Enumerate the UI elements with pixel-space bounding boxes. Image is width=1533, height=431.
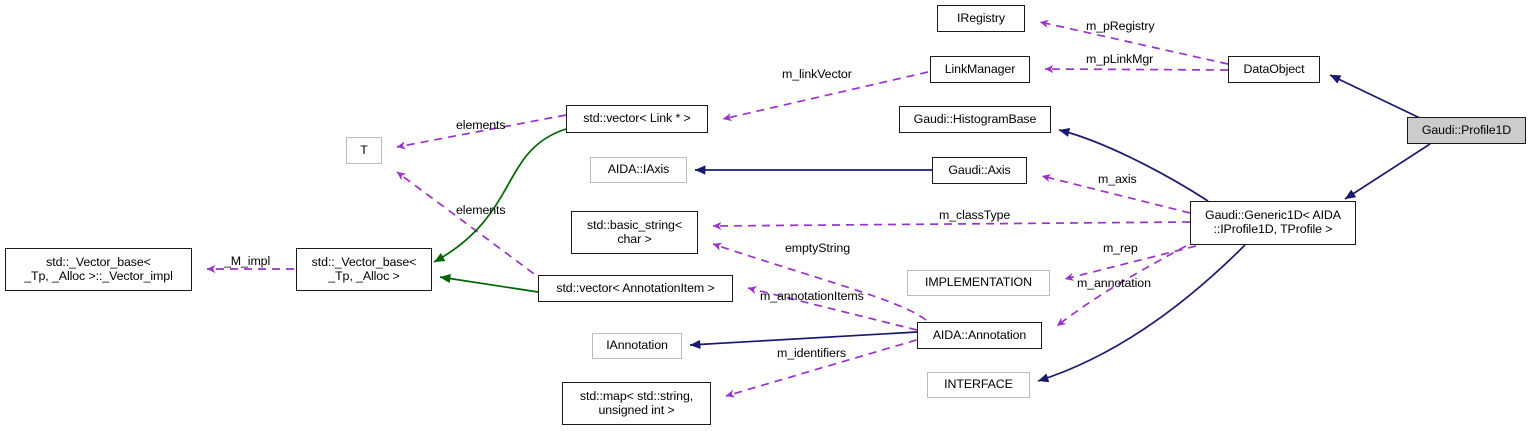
edge-generic1d-interface	[1037, 244, 1246, 383]
node-dataobject[interactable]: DataObject	[1228, 56, 1320, 83]
edge-profile1d-generic1d	[1344, 143, 1431, 200]
node-iannotation[interactable]: IAnnotation	[592, 333, 682, 359]
edge-vectorannitem-vectorbase	[439, 274, 539, 293]
edge-label-m-plinkmgr: m_pLinkMgr	[1086, 52, 1154, 66]
edge-label-emptystring: emptyString	[785, 241, 851, 255]
edge-m_linkVector	[722, 71, 929, 122]
edge-vectorlink-vectorbase	[433, 128, 567, 263]
node-linkmanager[interactable]: LinkManager	[930, 56, 1030, 83]
node-implementation[interactable]: IMPLEMENTATION	[907, 270, 1050, 296]
edge-label-m-linkvector: m_linkVector	[782, 67, 852, 81]
edge-label-m-rep: m_rep	[1103, 241, 1138, 255]
node-gaudi-generic1d[interactable]: Gaudi::Generic1D< AIDA ::IProfile1D, TPr…	[1190, 201, 1356, 245]
edge-m_annotationItems	[747, 286, 918, 331]
edge-label-elements-top: elements	[456, 118, 506, 132]
edge-label-m-pregistry: m_pRegistry	[1086, 19, 1155, 33]
edge-m_pLinkMgr	[1044, 64, 1229, 74]
edge-annotation-iannotation	[689, 331, 918, 349]
edge-elements-annitem-t	[396, 171, 546, 283]
node-aida-annotation[interactable]: AIDA::Annotation	[917, 322, 1042, 349]
node-gaudi-histogrambase[interactable]: Gaudi::HistogramBase	[899, 106, 1051, 133]
edge-label-m-impl: _M_impl	[224, 254, 271, 268]
node-std-vector-annotationitem[interactable]: std::vector< AnnotationItem >	[538, 275, 733, 302]
node-interface[interactable]: INTERFACE	[927, 372, 1030, 398]
node-std-vector-base[interactable]: std::_Vector_base< _Tp, _Alloc >	[296, 248, 432, 291]
node-aida-iaxis[interactable]: AIDA::IAxis	[590, 157, 687, 183]
node-gaudi-axis[interactable]: Gaudi::Axis	[932, 157, 1027, 184]
edge-profile1d-dataobject	[1329, 74, 1425, 121]
node-std-map-string-uint[interactable]: std::map< std::string, unsigned int >	[562, 382, 711, 425]
edge-m_classType	[712, 221, 1191, 231]
edge-m_rep	[1064, 245, 1197, 281]
edge-label-m-classtype: m_classType	[939, 208, 1011, 222]
edge-m_identifiers	[725, 335, 931, 398]
node-std-vector-link[interactable]: std::vector< Link * >	[566, 105, 708, 133]
edge-emptyString	[712, 242, 927, 321]
edge-generic1d-histogrambase	[1058, 127, 1209, 202]
edge-label-elements-lower: elements	[456, 203, 506, 217]
node-gaudi-profile1d[interactable]: Gaudi::Profile1D	[1407, 117, 1526, 144]
node-iregistry[interactable]: IRegistry	[937, 5, 1025, 32]
edge-m_axis	[1041, 174, 1191, 214]
edge-label-m-annotationitems: m_annotationItems	[760, 289, 864, 303]
node-std-vector-base-vector-impl[interactable]: std::_Vector_base< _Tp, _Alloc >::_Vecto…	[5, 248, 192, 291]
edge-label-m-identifiers: m_identifiers	[777, 346, 846, 360]
edge-label-m-axis: m_axis	[1098, 172, 1137, 186]
edge-elements-vectorlink-t	[396, 114, 567, 150]
node-std-basic-string[interactable]: std::basic_string< char >	[571, 211, 698, 254]
edge-m_annotation	[1056, 245, 1187, 327]
edge-m_pRegistry	[1039, 19, 1229, 65]
edge-label-m-annotation: m_annotation	[1077, 276, 1151, 290]
node-t[interactable]: T	[346, 137, 382, 164]
